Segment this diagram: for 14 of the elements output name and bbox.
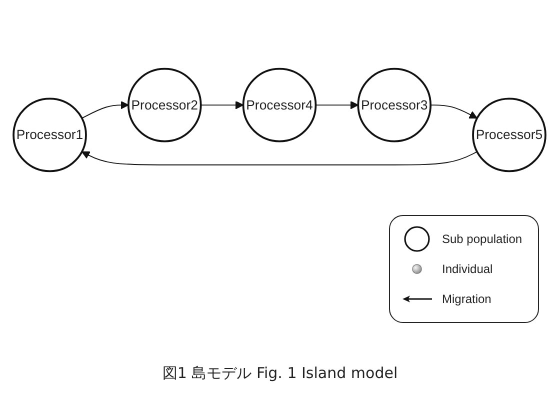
arrow [81,100,129,119]
legend-label: Individual [442,262,493,276]
arrow [82,151,478,166]
caption: 図1 島モデル Fig. 1 Island model [161,363,399,384]
legend-label: Migration [442,292,492,306]
arrow [430,104,478,119]
circle-node: Processor4 [242,68,317,142]
circle-node: Processor2 [127,68,202,142]
arrow [315,100,359,110]
legend-label: Sub population [442,232,522,246]
circle-node: Processor5 [472,98,546,172]
circle-node: Processor3 [357,68,432,142]
circle-node: Processor1 [12,98,87,172]
arrow [200,100,244,110]
